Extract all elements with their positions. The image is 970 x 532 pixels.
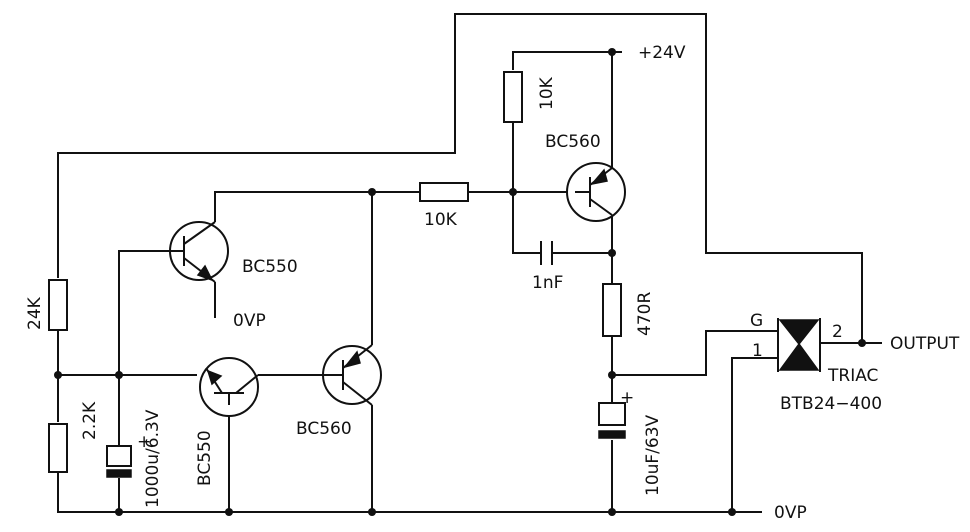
label-resistor-10k-h: 10K <box>424 210 458 230</box>
junction-dot <box>115 508 123 516</box>
wire-q1-collector <box>214 191 575 222</box>
label-triac-pin-g: G <box>750 311 763 331</box>
junction-dot <box>54 371 62 379</box>
label-q2-bc550: BC550 <box>195 430 215 486</box>
label-triac-pin-2: 2 <box>832 322 843 342</box>
label-capacitor-1000u: 1000u/6.3V <box>143 409 163 508</box>
label-triac-part: BTB24−400 <box>780 394 882 414</box>
transistor-q1-bc550 <box>168 221 229 283</box>
transistor-q2-bc550 <box>199 357 259 417</box>
label-q3-bc560: BC560 <box>545 132 601 152</box>
junction-dot <box>368 188 376 196</box>
wire-ground-rail <box>57 473 762 513</box>
wire-left-node <box>57 330 197 422</box>
transistor-q3-bc560 <box>566 162 626 222</box>
label-resistor-2k2: 2.2K <box>80 401 100 440</box>
wire-triac-mt1 <box>731 357 778 512</box>
junction-dot <box>608 249 616 257</box>
capacitor-1000u <box>106 445 132 478</box>
label-plus24v: +24V <box>638 43 686 63</box>
label-0vp-ground: 0VP <box>774 503 807 523</box>
label-triac-pin-1: 1 <box>752 341 763 361</box>
junction-dot <box>608 508 616 516</box>
junction-dot <box>728 508 736 516</box>
label-q1-bc550: BC550 <box>242 257 298 277</box>
junction-dot <box>608 48 616 56</box>
label-capacitor-10u: 10uF/63V <box>643 414 663 496</box>
wire-r10k-v <box>512 122 612 254</box>
label-output: OUTPUT <box>890 334 960 354</box>
wire-triac-gate <box>612 330 778 376</box>
label-q4-bc560: BC560 <box>296 419 352 439</box>
triac-btb24 <box>777 318 821 372</box>
capacitor-10u <box>598 402 626 439</box>
resistor-2k2 <box>48 423 68 473</box>
label-resistor-10k-v: 10K <box>537 76 557 110</box>
junction-dot <box>608 371 616 379</box>
label-resistor-470r: 470R <box>635 292 655 336</box>
junction-dot <box>858 339 866 347</box>
label-resistor-24k: 24K <box>25 296 45 330</box>
label-triac: TRIAC <box>827 366 878 386</box>
label-capacitor-1nf: 1nF <box>532 273 563 293</box>
wire-feedback-loop <box>57 13 863 343</box>
resistor-24k <box>48 279 68 331</box>
junction-dot <box>368 508 376 516</box>
resistor-470r <box>602 283 622 337</box>
junction-dot <box>115 371 123 379</box>
resistor-10k-horizontal <box>419 182 469 202</box>
wire-q2 <box>228 374 323 512</box>
label-capacitor-1000u-plus: + <box>137 432 151 452</box>
junction-dot <box>509 188 517 196</box>
junction-dot <box>225 508 233 516</box>
resistor-10k-vertical <box>503 71 523 123</box>
junctions <box>54 48 866 516</box>
label-capacitor-10u-plus: + <box>620 388 634 408</box>
wire-plus24-rail <box>512 51 622 70</box>
label-0vp-q1: 0VP <box>233 311 266 331</box>
capacitor-1nf <box>540 241 553 265</box>
transistor-q4-bc560 <box>322 344 382 406</box>
wire-q1-base <box>118 250 168 375</box>
